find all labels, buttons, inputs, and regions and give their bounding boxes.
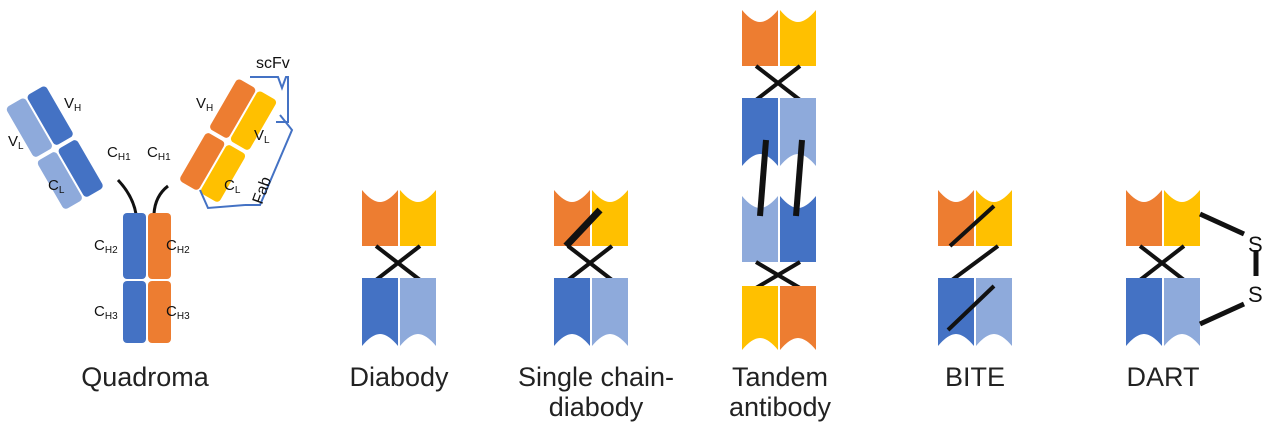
tandem-crossing-linker-b2 [754, 260, 802, 290]
label-ch3-left: CH3 [94, 303, 118, 322]
dart-sulfur-bottom: S [1248, 282, 1263, 307]
dart-sulfur-top: S [1248, 232, 1263, 257]
dart-disulfide-arm-top [1198, 211, 1246, 237]
label-ch3-right: CH3 [166, 303, 190, 322]
label-ch2-left: CH2 [94, 237, 118, 256]
diabody-bottom-right-domain [400, 278, 436, 346]
caption-bite: BITE [944, 362, 1005, 392]
scdb-crossing-linker-b [566, 244, 614, 282]
tandem-top-right-domain [780, 10, 816, 66]
dart-bottom-right-domain [1164, 278, 1200, 346]
quadroma-vl-right-domain [230, 91, 277, 150]
scdb-extra-linker [563, 207, 603, 249]
tandem-vertical-linker-right [793, 139, 805, 217]
label-fab: Fab [250, 175, 275, 207]
caption-dart: DART [1126, 362, 1200, 392]
tandem-vertical-linker-left [757, 139, 769, 217]
label-vl-right: VL [254, 127, 270, 146]
dart-crossing-linker-b [1138, 244, 1186, 282]
caption-tandem-antibody: Tandem antibody [728, 362, 832, 422]
dart-bottom-left-domain [1126, 278, 1162, 346]
fab-bracket [245, 114, 294, 206]
caption-quadroma: Quadroma [81, 362, 209, 392]
quadroma-ch2-right-domain [148, 213, 171, 279]
tandem-mid-upper-left-domain [742, 98, 778, 166]
quadroma-vl-left-domain [6, 98, 52, 157]
quadroma-ch1-left-domain [58, 140, 103, 197]
tandem-mid-lower-left-domain [742, 196, 778, 262]
diabody-illustration [362, 190, 436, 346]
bite-illustration [938, 190, 1012, 346]
label-cl-right: CL [224, 177, 241, 196]
label-scfv: scFv [256, 55, 290, 72]
label-vh-left: VH [64, 95, 81, 114]
bite-linker-middle [950, 244, 1000, 282]
dart-top-left-domain [1126, 190, 1162, 246]
diabody-top-right-domain [400, 190, 436, 246]
quadroma-ch3-right-domain [148, 281, 171, 343]
quadroma-vh-left-domain [27, 86, 73, 145]
quadroma-vh-right-domain [210, 79, 256, 138]
dart-disulfide-arm-bottom [1198, 301, 1246, 327]
quadroma-illustration: VH VL CH1 CL VH VL CH1 CL CH2 CH2 CH3 CH… [6, 55, 294, 343]
dart-illustration: S S [1126, 190, 1263, 346]
tandem-crossing-linker-b1 [754, 64, 802, 102]
caption-diabody: Diabody [349, 362, 449, 392]
scdb-top-right-domain [592, 190, 628, 246]
quadroma-ch3-left-domain [123, 281, 146, 343]
bite-top-left-domain [938, 190, 974, 246]
tandem-mid-upper-right-domain [780, 98, 816, 166]
scdb-bottom-right-domain [592, 278, 628, 346]
quadroma-ch2-left-domain [123, 213, 146, 279]
quadroma-hinge-left [116, 178, 138, 215]
diabody-bottom-left-domain [362, 278, 398, 346]
tandem-bottom-left-domain [742, 286, 778, 350]
label-vl-left: VL [8, 133, 24, 152]
diabody-crossing-linker-b [374, 244, 422, 282]
bite-bottom-left-domain [938, 278, 974, 346]
quadroma-cl-left-domain [37, 152, 82, 209]
quadroma-hinge-right [152, 184, 169, 215]
tandem-bottom-right-domain [780, 286, 816, 350]
caption-single-chain-diabody: Single chain- diabody [517, 362, 675, 422]
bite-linker-top [948, 204, 996, 248]
tandem-antibody-illustration [742, 10, 816, 350]
bite-top-right-domain [976, 190, 1012, 246]
label-ch2-right: CH2 [166, 237, 190, 256]
fab-bracket-lower [199, 189, 246, 210]
scdb-bottom-left-domain [554, 278, 590, 346]
label-ch1-left: CH1 [107, 144, 131, 163]
scfv-bracket [250, 76, 289, 123]
tandem-top-left-domain [742, 10, 778, 66]
diabody-top-left-domain [362, 190, 398, 246]
bite-linker-bottom [946, 284, 996, 332]
tandem-mid-lower-right-domain [780, 196, 816, 262]
dart-top-right-domain [1164, 190, 1200, 246]
single-chain-diabody-illustration [554, 190, 628, 346]
label-cl-left: CL [48, 177, 65, 196]
quadroma-ch1-right-domain [180, 133, 225, 190]
label-ch1-right: CH1 [147, 144, 171, 163]
label-vh-right: VH [196, 95, 213, 114]
quadroma-cl-right-domain [200, 145, 246, 202]
